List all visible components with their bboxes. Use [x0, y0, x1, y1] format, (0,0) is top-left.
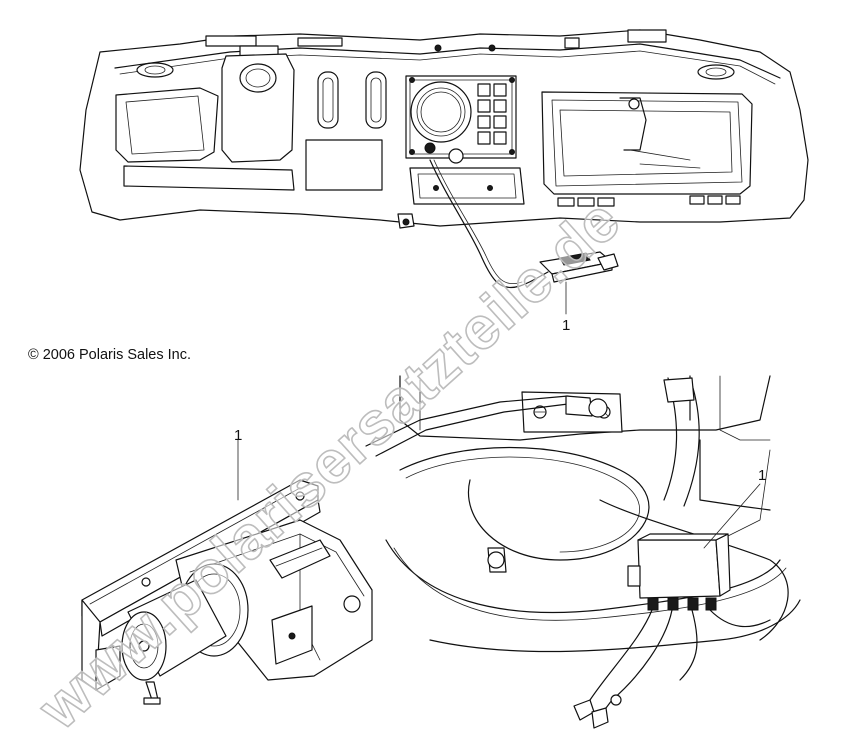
left-speaker	[136, 62, 174, 78]
switch-harness-wire	[429, 159, 549, 289]
switch-panel	[477, 83, 507, 145]
vent-left	[317, 71, 339, 129]
callout-winch-bracket: 1	[234, 427, 242, 444]
dashboard-assembly-view: 1	[79, 29, 809, 334]
winch-switch-top	[539, 251, 619, 283]
dash-button-row-right	[689, 195, 741, 205]
callout-relay: 1	[758, 467, 766, 484]
callout-dash-switch: 1	[562, 317, 570, 334]
winch-relay	[627, 533, 731, 611]
right-glove-box	[541, 91, 753, 195]
winch-switch-mount-view: 1	[81, 427, 373, 705]
battery-cable	[365, 395, 569, 447]
left-storage-bin	[115, 87, 219, 163]
winch-relay-wiring-view: 1	[365, 375, 801, 729]
copyright-notice: © 2006 Polaris Sales Inc.	[28, 347, 192, 363]
vent-right	[365, 71, 387, 129]
right-speaker	[697, 64, 735, 80]
dash-button-row-left	[557, 197, 615, 207]
speedometer	[410, 81, 472, 143]
